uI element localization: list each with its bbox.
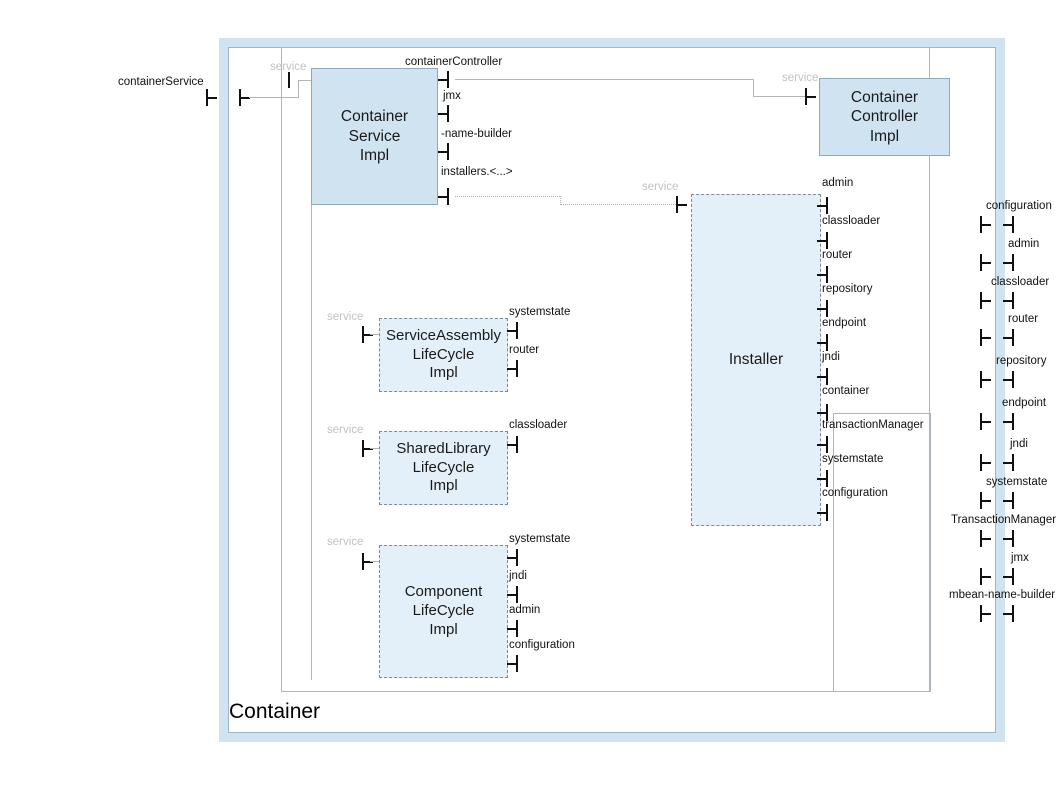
port-label-installer-systemstate: systemstate — [822, 453, 884, 465]
connector-controller-1 — [455, 79, 754, 80]
service-label-installer: service — [642, 181, 679, 193]
port-label-installer-admin: admin — [822, 177, 854, 189]
port-label-installer-router: router — [822, 249, 853, 261]
connector-installer-2 — [560, 196, 561, 205]
boundary-port-label-systemstate: systemstate — [986, 476, 1048, 488]
connector-containerservice-1 — [249, 97, 299, 98]
boundary-port-label-jndi: jndi — [1010, 438, 1028, 450]
port-label-installer-endpoint: endpoint — [822, 317, 867, 329]
connector-installer-1 — [455, 196, 560, 197]
connector-controller-2 — [753, 79, 754, 97]
port-label-installer-transactionManager: transactionManager — [822, 419, 924, 431]
connector-installer-3 — [560, 204, 676, 205]
container-frame-band — [219, 38, 1005, 742]
port-label-cl-jndi: jndi — [509, 570, 527, 582]
port-label-mbean-name-builder: -name-builder — [441, 128, 512, 140]
installer-container-rect — [833, 413, 931, 692]
port-label-sa-systemstate: systemstate — [509, 306, 571, 318]
connector-service-bus-vertical — [311, 80, 312, 680]
service-label-sa-lifecycle: service — [327, 311, 364, 323]
page-title: Container — [229, 700, 321, 723]
boundary-port-label-jmx: jmx — [1011, 552, 1029, 564]
boundary-port-label-TransactionManager: TransactionManager — [951, 514, 1057, 526]
composite-body-rect — [281, 47, 930, 692]
port-label-cl-configuration: configuration — [509, 639, 575, 651]
connector-containerservice-3 — [298, 80, 313, 81]
component-installer[interactable]: Installer — [691, 194, 821, 526]
connector-component-lifecycle — [370, 561, 380, 562]
connector-sa-lifecycle — [370, 334, 380, 335]
service-label-sl-lifecycle: service — [327, 424, 364, 436]
boundary-port-label-configuration: configuration — [986, 200, 1052, 212]
boundary-port-label-repository: repository — [996, 355, 1047, 367]
port-label-installers: installers.<...> — [441, 166, 513, 178]
port-label-sl-classloader: classloader — [509, 419, 568, 431]
service-label-container-controller: service — [782, 72, 819, 84]
connector-containerservice-2 — [298, 80, 299, 98]
connector-controller-3 — [753, 96, 805, 97]
boundary-port-label-endpoint: endpoint — [1002, 397, 1047, 409]
boundary-port-label-router: router — [1008, 313, 1039, 325]
port-label-installer-configuration: configuration — [822, 487, 888, 499]
boundary-port-label-mbean-name-builder: mbean-name-builder — [949, 589, 1056, 601]
port-label-containerController: containerController — [405, 56, 503, 68]
component-installer-label: Installer — [728, 351, 784, 369]
port-container-service-required-tick[interactable] — [288, 72, 290, 88]
service-label-container-service: service — [270, 61, 307, 73]
external-port-label: containerService — [118, 76, 204, 88]
port-label-cl-systemstate: systemstate — [509, 533, 571, 545]
boundary-port-label-classloader: classloader — [991, 276, 1050, 288]
port-label-installer-repository: repository — [822, 283, 873, 295]
port-label-installer-jndi: jndi — [822, 351, 840, 363]
port-label-sa-router: router — [509, 344, 540, 356]
boundary-port-label-admin: admin — [1008, 238, 1040, 250]
port-label-installer-classloader: classloader — [822, 215, 881, 227]
service-label-component-lifecycle: service — [327, 536, 364, 548]
port-label-jmx: jmx — [443, 90, 461, 102]
connector-sl-lifecycle — [370, 448, 380, 449]
port-label-cl-admin: admin — [509, 604, 541, 616]
port-label-installer-container: container — [822, 385, 870, 397]
